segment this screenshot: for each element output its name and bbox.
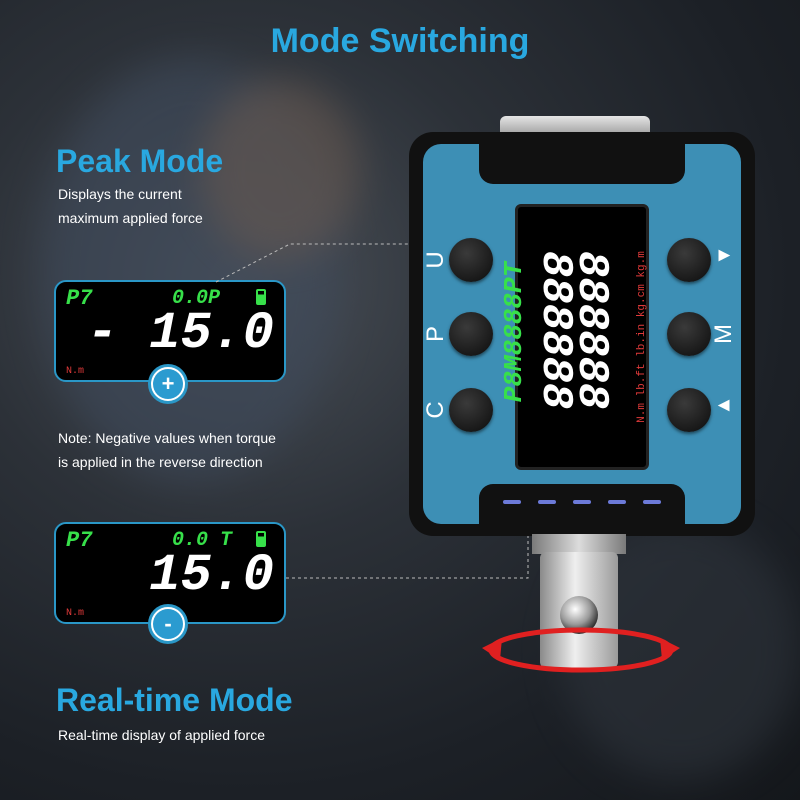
peak-lcd-unit: N.m [66,366,85,377]
up-arrow-icon: ▲ [713,245,736,266]
battery-icon [256,289,266,305]
m-button[interactable] [667,312,711,356]
peak-lcd-small-value: 0.0P [172,287,221,310]
device-screen-units: N.m lb.ft lb.in kg.cm kg.m [635,251,648,423]
led-indicator [608,500,626,504]
note-text: Note: Negative values when torque is app… [58,426,276,474]
realtime-mode-heading: Real-time Mode [56,682,293,718]
realtime-lcd-small-value: 0.0 T [172,529,233,552]
minus-button[interactable]: - [148,604,188,644]
peak-desc-line1: Displays the current [58,186,182,202]
down-arrow-icon: ▲ [712,395,735,416]
led-indicator [573,500,591,504]
peak-lcd-mode: P7 [66,286,93,311]
background-figure [200,80,360,260]
peak-mode-heading: Peak Mode [56,143,224,179]
plus-icon: + [153,369,183,399]
battery-icon [256,531,266,547]
bottom-notch [479,484,685,524]
led-indicator [643,500,661,504]
p-label: P [422,326,449,343]
page-title: Mode Switching [270,22,530,60]
realtime-lcd-value: 15.0 [149,546,274,605]
u-button[interactable] [449,238,493,282]
u-label: U [422,251,449,269]
note-line2: is applied in the reverse direction [58,454,263,470]
peak-desc-line2: maximum applied force [58,210,203,226]
rotation-arrow-icon [482,627,680,673]
led-indicator [538,500,556,504]
m-label: M [710,324,737,344]
led-indicators [503,500,661,504]
torque-adapter-device: P8M8888PT 888888 888888 N.m lb.ft lb.in … [409,132,755,536]
up-button[interactable] [667,238,711,282]
device-screen: P8M8888PT 888888 888888 N.m lb.ft lb.in … [499,204,649,470]
p-button[interactable] [449,312,493,356]
device-screen-green: P8M8888PT [499,261,530,403]
led-indicator [503,500,521,504]
device-screen-digits-2: 888888 [566,250,617,410]
peak-lcd-value: - 15.0 [86,304,274,363]
realtime-mode-description: Real-time display of applied force [58,727,265,743]
device-screen-readout: P8M8888PT 888888 888888 N.m lb.ft lb.in … [499,207,648,467]
c-button[interactable] [449,388,493,432]
minus-icon: - [153,609,183,639]
c-label: C [422,401,449,419]
top-notch [479,144,685,184]
square-drive-neck [532,534,626,554]
realtime-lcd-unit: N.m [66,608,85,619]
note-line1: Note: Negative values when torque [58,430,276,446]
down-button[interactable] [667,388,711,432]
realtime-lcd-mode: P7 [66,528,93,553]
peak-mode-description: Displays the current maximum applied for… [58,182,203,230]
plus-button[interactable]: + [148,364,188,404]
